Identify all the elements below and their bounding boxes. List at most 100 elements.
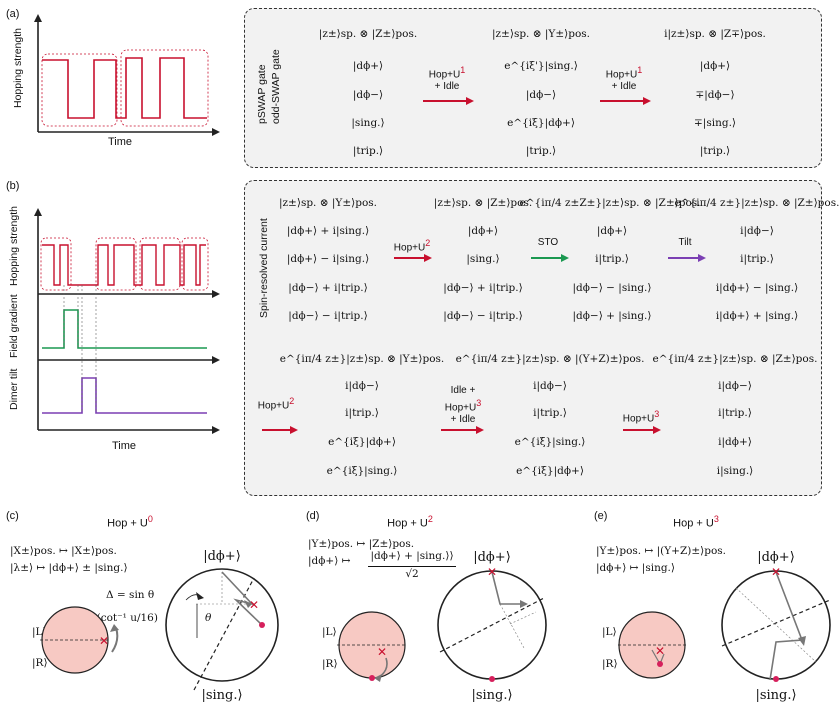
panel-b-r1c1-row2: |dϕ+⟩ − i|sing.⟩ <box>286 253 370 265</box>
panel-a-col3-row4: |trip.⟩ <box>699 145 731 157</box>
panel-a-col3-row3: ∓|sing.⟩ <box>694 117 736 129</box>
panel-b-r2c3-row2: i|trip.⟩ <box>718 407 752 419</box>
panel-b-r1c2-row1: |dϕ+⟩ <box>467 225 499 237</box>
panel-e-R: |R⟩ <box>602 658 618 670</box>
panel-b-r2c3-row1: i|dϕ−⟩ <box>718 380 752 392</box>
panel-b-r1c2-row3: |dϕ−⟩ + i|trip.⟩ <box>443 282 523 294</box>
panel-a-box <box>244 8 822 168</box>
panel-d-bottom-state: |sing.⟩ <box>471 688 513 703</box>
panel-d-R: |R⟩ <box>322 658 338 670</box>
panel-b-r2c1-row3: e^{iξ}|dϕ+⟩ <box>328 436 396 448</box>
panel-b-r1c1-row4: |dϕ−⟩ − i|trip.⟩ <box>288 310 368 322</box>
panel-b-pulse-plot <box>34 208 220 434</box>
panel-b-xlabel: Time <box>112 440 137 452</box>
panel-d-top-state: |dϕ+⟩ <box>473 550 511 565</box>
panel-b-r2c2-row3: e^{iξ}|sing.⟩ <box>514 436 586 448</box>
panel-d-map2-num: |dϕ+⟩ + |sing.⟩⟩ <box>370 550 454 562</box>
panel-b-label: (b) <box>6 180 20 192</box>
panel-e-top-state: |dϕ+⟩ <box>757 550 795 565</box>
panel-a-col3-header: i|z±⟩sp. ⊗ |Z∓⟩pos. <box>664 28 766 40</box>
svg-text:✕: ✕ <box>487 565 497 579</box>
panel-d-fraction-bar <box>368 566 456 567</box>
panel-b-r2c2-row1: i|dϕ−⟩ <box>533 380 567 392</box>
panel-e-map1: |Y±⟩pos. ↦ |(Y+Z)±⟩pos. <box>596 545 727 557</box>
svg-text:✕: ✕ <box>771 565 781 579</box>
panel-a-col1-row1: |dϕ+⟩ <box>352 60 384 72</box>
panel-b-r2c1-row1: i|dϕ−⟩ <box>345 380 379 392</box>
panel-b-r2c2-row4: e^{iξ}|dϕ+⟩ <box>516 465 584 477</box>
panel-c-map2: |λ±⟩ ↦ |dϕ+⟩ ± |sing.⟩ <box>10 562 128 574</box>
panel-b-r1c2-row2: |sing.⟩ <box>466 253 500 265</box>
panel-b-r1c3-row3: |dϕ−⟩ − |sing.⟩ <box>572 282 652 294</box>
panel-b-r2c2-row2: i|trip.⟩ <box>533 407 567 419</box>
panel-b-r1c3-row1: |dϕ+⟩ <box>596 225 628 237</box>
panel-d-map2-den: √2 <box>405 568 419 580</box>
panel-b-r1-arrow2-label: STO <box>537 237 559 248</box>
panel-b-r1-arrow3-label: Tilt <box>678 237 692 248</box>
panel-c-R: |R⟩ <box>32 657 48 669</box>
panel-c-top-state: |dϕ+⟩ <box>203 549 241 564</box>
panel-c-map1: |X±⟩pos. ↦ |X±⟩pos. <box>10 545 117 557</box>
panel-b-r1c4-header: e^{iπ/4 z±}|z±⟩sp. ⊗ |Z±⟩pos. <box>674 197 839 209</box>
panel-b-r2-arrow3-label: Hop+U3 <box>622 409 660 425</box>
panel-b-r1c4-row3: i|dϕ+⟩ − |sing.⟩ <box>715 282 799 294</box>
panel-b-r2-arrow1-label: Hop+U2 <box>257 396 295 412</box>
panel-d-L: |L⟩ <box>322 626 337 638</box>
svg-text:✕: ✕ <box>99 634 109 648</box>
panel-a-col2-row3: e^{iξ}|dϕ+⟩ <box>507 117 575 129</box>
panel-a-xlabel: Time <box>108 136 133 148</box>
panel-c-delta: Δ = sin θ <box>106 589 155 601</box>
panel-a-col1-header: |z±⟩sp. ⊗ |Z±⟩pos. <box>318 28 418 40</box>
svg-text:✕: ✕ <box>655 644 665 658</box>
panel-d-map2-lhs: |dϕ+⟩ ↦ <box>308 555 351 567</box>
panel-b-r1c3-row2: i|trip.⟩ <box>595 253 629 265</box>
panel-a-label: (a) <box>6 8 20 20</box>
panel-a-col1-row4: |trip.⟩ <box>352 145 384 157</box>
panel-b-box <box>244 180 822 496</box>
panel-b-r1-arrow1-label: Hop+U2 <box>393 238 431 254</box>
panel-e-map2: |dϕ+⟩ ↦ |sing.⟩ <box>596 562 675 574</box>
panel-b-r1c2-row4: |dϕ−⟩ − i|trip.⟩ <box>443 310 523 322</box>
panel-b-r2c1-row4: e^{iξ}|sing.⟩ <box>326 465 398 477</box>
panel-d-label: (d) <box>306 510 320 522</box>
panel-a-arrow1-label: Hop+U1+ Idle <box>428 65 466 93</box>
panel-e-L: |L⟩ <box>602 626 617 638</box>
panel-b-r2c3-header: e^{iπ/4 z±}|z±⟩sp. ⊗ |Z±⟩pos. <box>652 353 818 365</box>
panel-e-bottom-state: |sing.⟩ <box>755 688 797 703</box>
svg-text:✕: ✕ <box>377 645 387 659</box>
panel-c-theta: θ <box>205 612 212 624</box>
svg-text:✕: ✕ <box>249 598 259 612</box>
panel-b-r1c4-row1: i|dϕ−⟩ <box>740 225 774 237</box>
panel-b-r2-arrow2-label: Idle +Hop+U3+ Idle <box>444 385 482 426</box>
panel-b-r2c1-header: e^{iπ/4 z±}|z±⟩sp. ⊗ |Y±⟩pos. <box>279 353 445 365</box>
panel-a-arrow2-label: Hop+U1+ Idle <box>605 65 643 93</box>
panel-a-col1-row3: |sing.⟩ <box>351 117 385 129</box>
panel-a-col1-row2: |dϕ−⟩ <box>352 89 384 101</box>
panel-c-bottom-state: |sing.⟩ <box>201 688 243 703</box>
panel-b-r1c3-header: e^{iπ/4 z±Z±}|z±⟩sp. ⊗ |Z±⟩pos. <box>519 197 701 209</box>
panel-b-r2c3-row3: i|dϕ+⟩ <box>718 436 752 448</box>
panel-d-map1: |Y±⟩pos. ↦ |Z±⟩pos. <box>308 538 415 550</box>
panel-b-r2c2-header: e^{iπ/4 z±}|z±⟩sp. ⊗ |(Y+Z)±⟩pos. <box>455 353 645 365</box>
panel-a-col2-row1: e^{iξ'}|sing.⟩ <box>504 60 578 72</box>
panel-b-r2c1-row2: i|trip.⟩ <box>345 407 379 419</box>
panel-e-label: (e) <box>594 510 608 522</box>
panel-a-col3-row2: ∓|dϕ−⟩ <box>695 89 735 101</box>
panel-b-r1c4-row4: i|dϕ+⟩ + |sing.⟩ <box>715 310 799 322</box>
panel-e-title: Hop + U3 <box>673 514 719 530</box>
panel-c-title: Hop + U0 <box>107 514 153 530</box>
panel-a-col2-row4: |trip.⟩ <box>525 145 557 157</box>
panel-b-r1c3-row4: |dϕ−⟩ + |sing.⟩ <box>572 310 652 322</box>
panel-b-r1c4-row2: i|trip.⟩ <box>740 253 774 265</box>
panel-a-col3-row1: |dϕ+⟩ <box>699 60 731 72</box>
panel-b-r1c1-row3: |dϕ−⟩ + i|trip.⟩ <box>288 282 368 294</box>
panel-b-r1c2-header: |z±⟩sp. ⊗ |Z±⟩pos. <box>433 197 533 209</box>
panel-b-r1c1-row1: |dϕ+⟩ + i|sing.⟩ <box>286 225 370 237</box>
